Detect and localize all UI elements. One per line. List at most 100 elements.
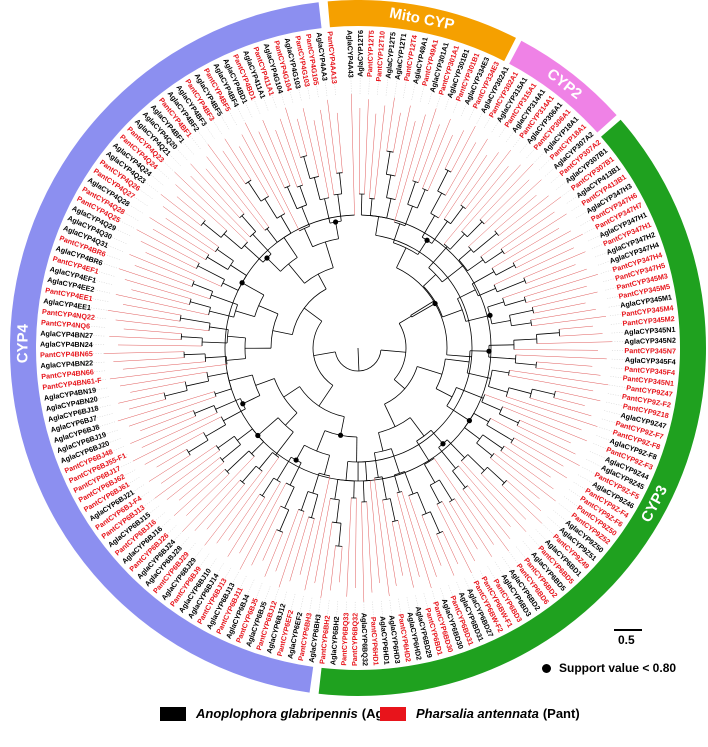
- leaf-guide: [502, 556, 538, 609]
- leaf-guide: [556, 150, 606, 190]
- branch: [152, 228, 206, 260]
- branch-arc: [514, 354, 517, 364]
- branch: [131, 289, 190, 305]
- leaf-guide: [440, 588, 461, 647]
- branch: [446, 405, 470, 421]
- branch: [123, 328, 182, 334]
- leaf-label: AglaCYP6HD1: [378, 616, 391, 665]
- branch: [241, 215, 257, 232]
- branch: [221, 444, 241, 461]
- branch: [304, 475, 331, 591]
- branch: [226, 450, 250, 472]
- branch: [472, 271, 495, 285]
- branch: [216, 249, 234, 262]
- leaf-guide: [598, 244, 657, 266]
- branch: [499, 413, 519, 424]
- branch: [289, 462, 302, 486]
- branch: [429, 511, 441, 533]
- branch: [141, 412, 218, 448]
- leaf-guide: [155, 542, 196, 591]
- branch: [536, 361, 593, 367]
- branch: [467, 259, 484, 272]
- branch: [266, 228, 278, 243]
- branch: [313, 177, 321, 200]
- clade-arc-mito-cyp: [327, 0, 516, 62]
- branch-arc: [219, 457, 225, 463]
- branch: [443, 166, 509, 245]
- branch: [313, 351, 336, 357]
- leaf-label: PantCYP6BQ33: [339, 612, 350, 665]
- branch-arc: [443, 218, 451, 225]
- leaf-guide: [509, 551, 547, 602]
- branch: [295, 444, 305, 461]
- leaf-label: AglaCYP345F4: [625, 355, 676, 366]
- branch: [366, 501, 373, 593]
- branch-arc: [307, 491, 318, 495]
- branch: [156, 449, 187, 468]
- branch-arc: [444, 168, 452, 173]
- branch-arc: [509, 315, 512, 326]
- leaf-guide: [372, 601, 377, 664]
- branch: [410, 300, 435, 316]
- branch: [312, 472, 320, 494]
- branch-arc: [386, 197, 396, 201]
- branch: [442, 309, 463, 318]
- branch: [396, 492, 420, 577]
- branch: [508, 387, 532, 394]
- branch: [450, 206, 464, 224]
- branch: [508, 375, 594, 392]
- leaf-guide: [161, 100, 201, 149]
- branch: [264, 198, 278, 219]
- branch: [364, 99, 369, 195]
- branch: [458, 465, 511, 527]
- branch: [272, 330, 293, 336]
- branch-arc: [179, 315, 182, 322]
- leaf-guide: [444, 51, 467, 110]
- leaf-guide: [276, 42, 294, 103]
- branch: [186, 380, 209, 387]
- branch: [235, 310, 255, 318]
- branch-arc: [196, 262, 200, 269]
- leaf-guide: [238, 583, 263, 641]
- branch: [382, 499, 397, 586]
- leaf-guide: [266, 45, 285, 105]
- leaf-guide: [385, 33, 394, 96]
- branch: [531, 316, 607, 327]
- branch: [374, 452, 379, 478]
- branch: [510, 442, 568, 479]
- leaf-guide: [49, 279, 111, 294]
- branch: [490, 457, 540, 499]
- branch-arc: [273, 477, 281, 483]
- branch: [417, 492, 427, 514]
- support-legend: Support value < 0.80: [542, 661, 676, 675]
- leaf-guide: [596, 435, 655, 457]
- branch: [409, 417, 425, 437]
- scale-bar: 0.5: [612, 627, 652, 647]
- leaf-guide: [197, 75, 230, 130]
- branch: [506, 480, 542, 512]
- leaf-guide: [423, 593, 441, 654]
- support-dot-icon: [542, 663, 551, 673]
- scale-bar-label: 0.5: [618, 633, 635, 647]
- branch: [122, 361, 206, 370]
- branch: [509, 370, 609, 386]
- branch: [445, 358, 470, 363]
- branch-arc: [226, 329, 229, 343]
- leaf-guide: [62, 438, 121, 461]
- branch: [130, 381, 186, 393]
- branch: [445, 142, 477, 196]
- branch-arc: [330, 498, 340, 501]
- branch: [275, 129, 298, 188]
- branch: [495, 264, 515, 276]
- leaf-guide: [611, 358, 674, 363]
- branch: [456, 387, 484, 399]
- leaf-label: AglaCYP6BQ32: [360, 613, 370, 666]
- branch-arc: [386, 150, 394, 153]
- branch: [239, 482, 281, 554]
- branch: [280, 215, 292, 234]
- branch: [361, 501, 365, 602]
- branch: [362, 480, 365, 502]
- branch-arc: [480, 256, 486, 264]
- leaf-guide: [506, 91, 543, 142]
